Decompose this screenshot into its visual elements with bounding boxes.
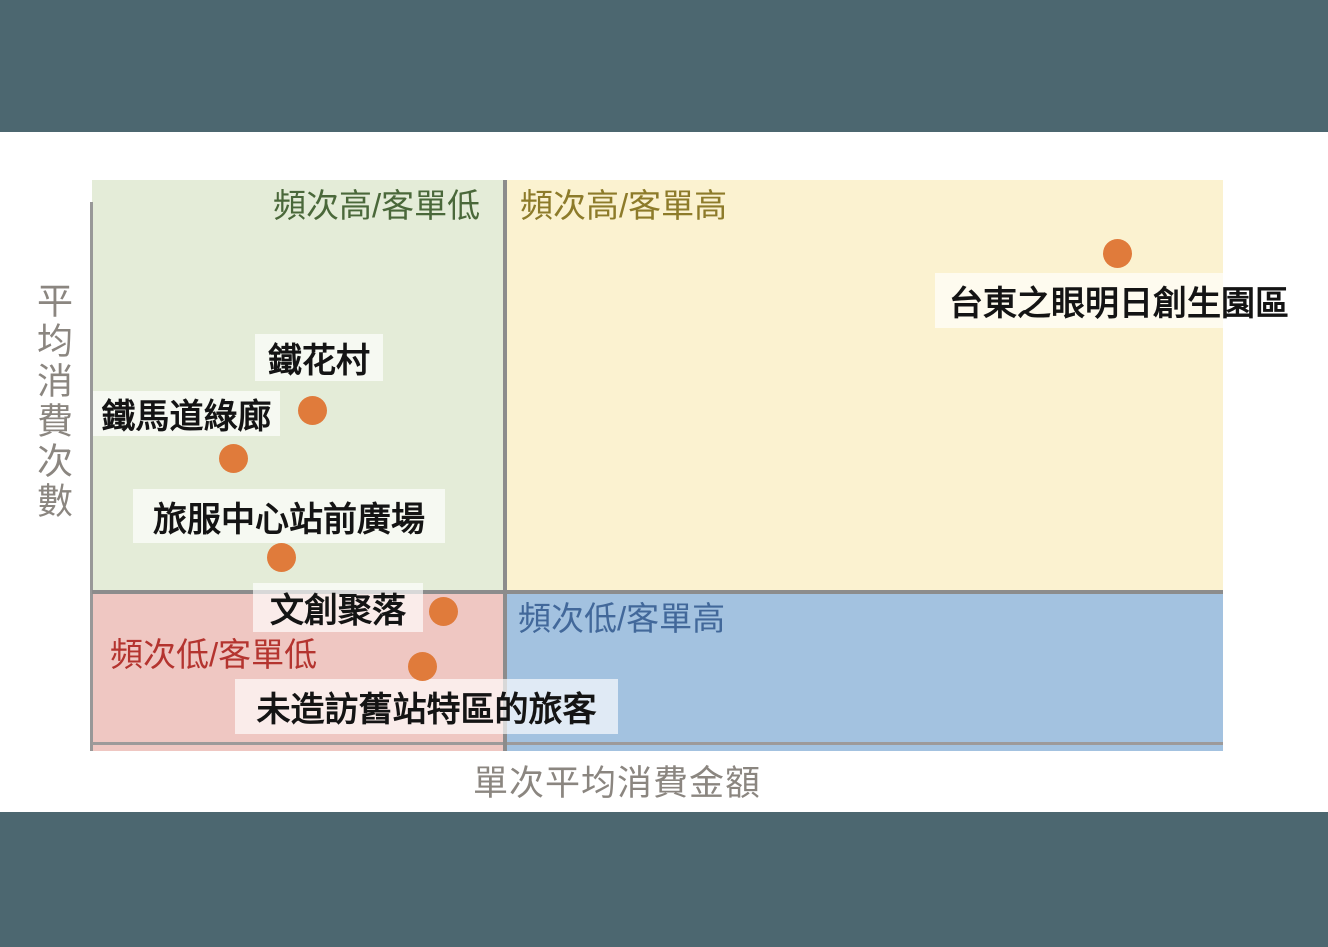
data-point-dot <box>1102 238 1132 268</box>
y-axis-title: 平均消費次數 <box>32 282 73 522</box>
data-point-dot <box>218 443 248 473</box>
quadrant-top-right-label: 頻次高/客單高 <box>520 187 728 224</box>
x-axis-title: 單次平均消費金額 <box>473 764 762 803</box>
quadrant-bottom-right <box>505 592 1223 751</box>
vertical-divider-line <box>503 180 507 751</box>
point-label: 鐵花村 <box>255 334 383 381</box>
quadrant-bottom-right-label: 頻次低/客單高 <box>518 600 726 637</box>
data-point-dot <box>428 596 458 626</box>
x-axis-line <box>92 742 1223 745</box>
quadrant-top-left-label: 頻次高/客單低 <box>273 187 481 224</box>
horizontal-divider-line <box>92 590 1223 594</box>
y-axis-line <box>90 202 93 751</box>
bottom-banner-band <box>0 812 1328 947</box>
point-label: 未造訪舊站特區的旅客 <box>235 679 618 734</box>
data-point-dot <box>407 651 437 681</box>
point-label: 旅服中心站前廣場 <box>133 489 445 543</box>
top-banner-band <box>0 0 1328 132</box>
data-point-dot <box>297 395 327 425</box>
quadrant-bottom-left-label: 頻次低/客單低 <box>110 636 318 673</box>
point-label: 文創聚落 <box>253 583 423 632</box>
data-point-dot <box>266 542 296 572</box>
point-label: 鐵馬道綠廊 <box>93 391 280 436</box>
point-label: 台東之眼明日創生園區 <box>935 273 1303 328</box>
